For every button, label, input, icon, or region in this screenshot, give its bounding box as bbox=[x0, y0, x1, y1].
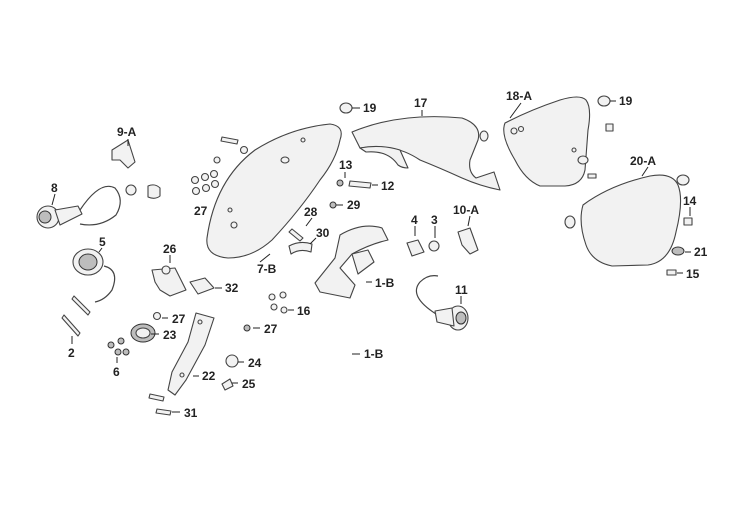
callout-7b: 7-B bbox=[257, 262, 277, 276]
callout-10a: 10-A bbox=[453, 203, 479, 217]
clip-18 bbox=[605, 123, 614, 132]
callout-25: 25 bbox=[242, 377, 256, 391]
callout-24: 24 bbox=[248, 356, 262, 370]
screw-18 bbox=[587, 173, 597, 179]
bolt-28 bbox=[288, 228, 304, 242]
bracket-32 bbox=[189, 277, 215, 295]
callout-23: 23 bbox=[163, 328, 177, 342]
callout-6: 6 bbox=[113, 365, 120, 379]
part-4 bbox=[406, 239, 425, 257]
callout-3: 3 bbox=[431, 213, 438, 227]
callout-13: 13 bbox=[339, 158, 353, 172]
turn-signal-8 bbox=[36, 185, 121, 229]
callout-5: 5 bbox=[99, 235, 106, 249]
callout-30: 30 bbox=[316, 226, 330, 240]
grommet-20-top bbox=[676, 174, 690, 186]
callout-28: 28 bbox=[304, 205, 318, 219]
grommet-18-low bbox=[577, 155, 589, 165]
callout-8: 8 bbox=[51, 181, 58, 195]
plate-arm-22 bbox=[167, 312, 215, 396]
callout-27b: 27 bbox=[172, 312, 186, 326]
bulb-sockets-2 bbox=[61, 295, 91, 337]
callout-18a: 18-A bbox=[506, 89, 532, 103]
callout-19b: 19 bbox=[619, 94, 633, 108]
side-cover-18a bbox=[503, 96, 591, 187]
grommet-20-left bbox=[564, 215, 576, 229]
bolt-12 bbox=[348, 180, 372, 189]
bolts-27-cluster bbox=[190, 156, 221, 196]
callout-32: 32 bbox=[225, 281, 239, 295]
callout-9a: 9-A bbox=[117, 125, 137, 139]
screw-29 bbox=[329, 201, 337, 209]
side-cover-20a bbox=[580, 174, 682, 267]
clip-14 bbox=[683, 217, 693, 226]
turn-signal-11 bbox=[415, 275, 469, 331]
fender-bracket-1b bbox=[314, 225, 389, 299]
callout-19a: 19 bbox=[363, 101, 377, 115]
plate-bracket-26 bbox=[151, 265, 187, 297]
nut-27-b bbox=[243, 324, 251, 332]
callout-26: 26 bbox=[163, 242, 177, 256]
bracket-9a bbox=[111, 139, 161, 199]
screw-15 bbox=[666, 269, 677, 276]
screws-6 bbox=[107, 337, 130, 356]
leader-lines bbox=[51, 100, 691, 413]
callout-21: 21 bbox=[694, 245, 708, 259]
grommet-19-right bbox=[597, 95, 611, 107]
tail-light-5 bbox=[72, 248, 116, 303]
callout-27c: 27 bbox=[264, 322, 278, 336]
nut-13 bbox=[336, 179, 344, 187]
grommet-18-side bbox=[479, 130, 489, 142]
callout-15: 15 bbox=[686, 267, 700, 281]
screws-31 bbox=[148, 393, 172, 416]
front-fender-17 bbox=[351, 116, 501, 191]
grommet-21 bbox=[671, 246, 685, 256]
reflector-23 bbox=[130, 323, 156, 343]
callout-17: 17 bbox=[414, 96, 428, 110]
callout-29: 29 bbox=[347, 198, 361, 212]
callout-27a: 27 bbox=[194, 204, 208, 218]
part-3 bbox=[428, 240, 440, 252]
bolt-top-fender bbox=[220, 136, 249, 155]
callout-14: 14 bbox=[683, 194, 697, 208]
callout-22: 22 bbox=[202, 369, 216, 383]
grommet-24 bbox=[225, 354, 239, 368]
callout-20a: 20-A bbox=[630, 154, 656, 168]
callout-2: 2 bbox=[68, 346, 75, 360]
grommet-19-left bbox=[339, 102, 353, 114]
bracket-10a bbox=[457, 227, 479, 255]
callout-1b-2: 1-B bbox=[364, 347, 384, 361]
callout-11: 11 bbox=[455, 283, 468, 297]
callout-4: 4 bbox=[411, 213, 418, 227]
callout-12: 12 bbox=[381, 179, 395, 193]
callout-31: 31 bbox=[184, 406, 198, 420]
clip-25 bbox=[221, 378, 234, 391]
strap-30 bbox=[288, 241, 313, 255]
callout-16: 16 bbox=[297, 304, 311, 318]
washers-16 bbox=[268, 291, 288, 314]
rear-fender-7b bbox=[206, 123, 342, 259]
callout-1b: 1-B bbox=[375, 276, 395, 290]
nut-27-a bbox=[152, 311, 162, 321]
callout-labels: 19 17 18-A 19 9-A 13 12 20-A 8 27 29 28 … bbox=[51, 89, 708, 420]
